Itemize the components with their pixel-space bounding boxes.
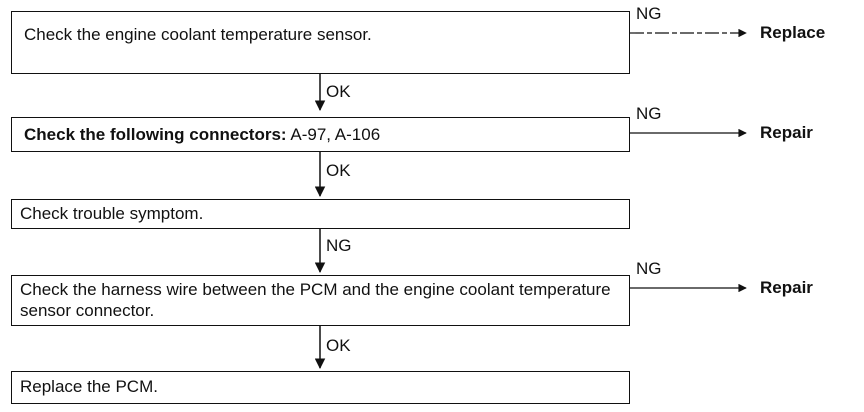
side-label-1: NG <box>636 4 662 23</box>
step-box-3: Check trouble symptom. <box>11 199 630 229</box>
step-2-text-rest: A-97, A-106 <box>286 125 381 144</box>
down-label-1: OK <box>326 82 351 101</box>
step-box-1: Check the engine coolant temperature sen… <box>11 11 630 74</box>
result-repair-1: Repair <box>760 123 813 142</box>
step-3-text: Check trouble symptom. <box>20 204 204 223</box>
result-repair-2: Repair <box>760 278 813 297</box>
result-replace: Replace <box>760 23 826 42</box>
step-box-2: Check the following connectors: A-97, A-… <box>11 117 630 152</box>
down-label-4: OK <box>326 336 351 355</box>
step-4-text: Check the harness wire between the PCM a… <box>20 280 611 320</box>
step-2-text-bold: Check the following connectors: <box>24 125 287 144</box>
step-5-text: Replace the PCM. <box>20 377 158 396</box>
side-label-2: NG <box>636 104 662 123</box>
step-box-4: Check the harness wire between the PCM a… <box>11 275 630 326</box>
step-box-5: Replace the PCM. <box>11 371 630 404</box>
step-1-text: Check the engine coolant temperature sen… <box>24 25 372 44</box>
side-label-3: NG <box>636 259 662 278</box>
down-label-2: OK <box>326 161 351 180</box>
down-label-3: NG <box>326 236 352 255</box>
